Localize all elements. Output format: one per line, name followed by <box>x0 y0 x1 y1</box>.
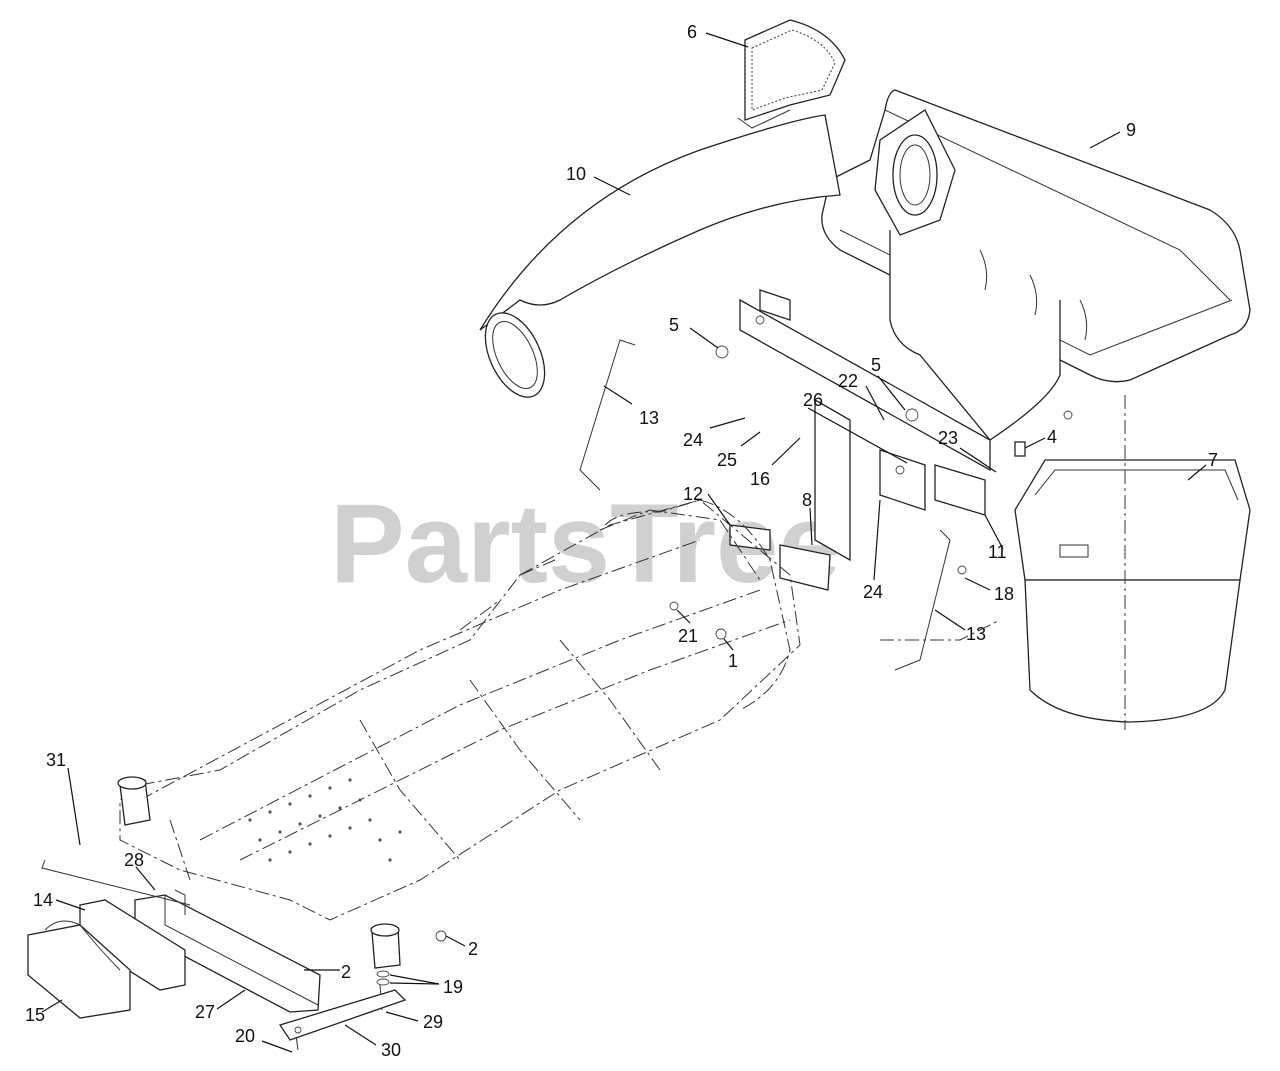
part-10-discharge-tube <box>479 114 841 398</box>
leader-lines <box>41 32 1207 1053</box>
part-16-mount-bracket <box>739 289 991 562</box>
callout-25: 25 <box>717 450 737 470</box>
callout-27: 27 <box>195 1002 215 1022</box>
callout-5-right: 5 <box>871 355 881 375</box>
callout-4: 4 <box>1047 427 1057 447</box>
callout-23: 23 <box>938 428 958 448</box>
callout-7: 7 <box>1208 450 1218 470</box>
hardware <box>290 345 1073 1051</box>
callout-1: 1 <box>728 651 738 671</box>
callout-8: 8 <box>802 490 812 510</box>
callout-30: 30 <box>381 1040 401 1060</box>
callout-13-lower: 13 <box>966 624 986 644</box>
callout-10: 10 <box>566 164 586 184</box>
part-13-support-rods <box>579 339 951 671</box>
part-6-vent-screen <box>737 19 846 129</box>
callout-19: 19 <box>443 977 463 997</box>
tractor-frame <box>117 395 1126 969</box>
callout-24-right: 24 <box>863 582 883 602</box>
callout-24-left: 24 <box>683 430 703 450</box>
callout-29: 29 <box>423 1012 443 1032</box>
callout-2-right: 2 <box>468 939 478 959</box>
callout-2-left: 2 <box>341 962 351 982</box>
part-28-pin <box>174 889 186 915</box>
callout-15: 15 <box>25 1005 45 1025</box>
callout-5-left: 5 <box>669 315 679 335</box>
callout-14: 14 <box>33 890 53 910</box>
part-30-drawbar <box>278 989 407 1041</box>
callout-18: 18 <box>994 584 1014 604</box>
callout-22: 22 <box>838 371 858 391</box>
callout-20: 20 <box>235 1026 255 1046</box>
callout-21: 21 <box>678 626 698 646</box>
callout-16: 16 <box>750 469 770 489</box>
callout-11: 11 <box>988 542 1007 562</box>
callout-labels: 6 9 10 5 5 22 13 26 24 25 16 23 4 7 12 8… <box>25 22 1218 1060</box>
callout-6: 6 <box>687 22 697 42</box>
callout-28: 28 <box>124 850 144 870</box>
callout-12: 12 <box>683 484 703 504</box>
part-7-grass-bag <box>1014 459 1251 723</box>
callout-31: 31 <box>46 750 66 770</box>
part-9-bagger-hood <box>821 89 1251 441</box>
callout-13-upper: 13 <box>639 408 659 428</box>
part-31-rod <box>41 859 191 906</box>
callout-26: 26 <box>803 390 823 410</box>
part-12-bracket <box>729 524 771 551</box>
callout-9: 9 <box>1126 120 1136 140</box>
part-15-weight <box>27 920 131 1019</box>
